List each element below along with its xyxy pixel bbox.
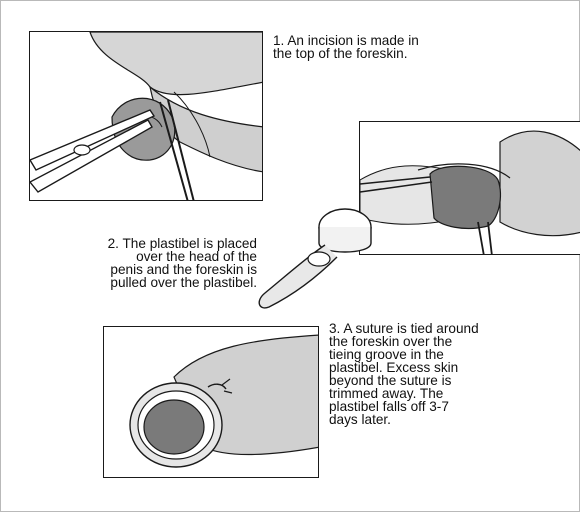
- incision-drawing: [30, 32, 263, 201]
- plastibel-device: [237, 197, 387, 313]
- plastibel-placement-drawing: [360, 122, 580, 255]
- step2-caption: 2. The plastibel is placed over the head…: [17, 237, 257, 289]
- suture-drawing: [104, 327, 319, 478]
- step3-caption: 3. A suture is tied around the foreskin …: [329, 322, 569, 426]
- step1-caption: 1. An incision is made in the top of the…: [273, 34, 503, 60]
- step3-illustration: [103, 326, 319, 478]
- step1-illustration: [29, 31, 263, 201]
- step2-illustration: [359, 121, 580, 255]
- plastibel-device-drawing: [237, 197, 387, 313]
